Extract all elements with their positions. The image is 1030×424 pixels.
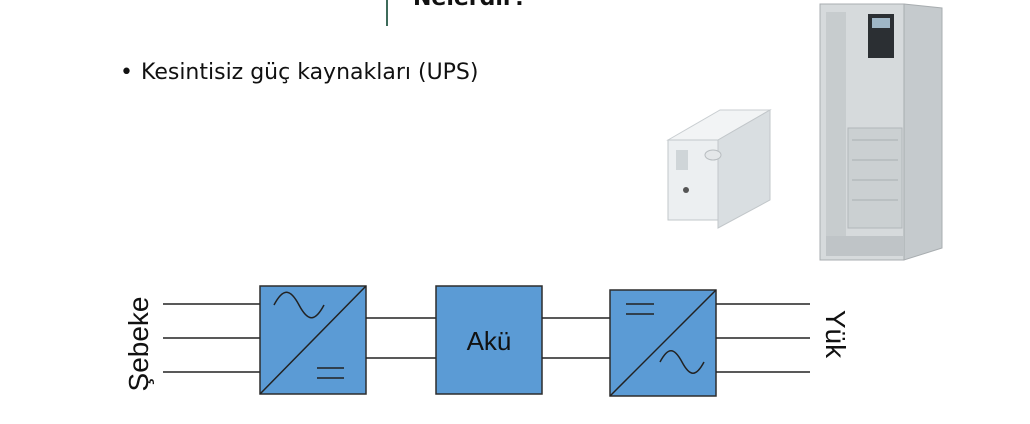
ac-wave-icon — [659, 350, 705, 374]
input-label: Şebeke — [123, 297, 154, 392]
ac-wave-icon — [273, 291, 325, 319]
output-lines — [716, 303, 810, 373]
dc-link-left — [366, 317, 436, 359]
large-ups-image — [819, 3, 943, 261]
bullet-dot-icon: • — [120, 60, 133, 85]
dc-link-right — [542, 317, 610, 359]
bullet-text: Kesintisiz güç kaynakları (UPS) — [140, 60, 479, 85]
output-label: Yük — [820, 310, 851, 359]
title-divider — [386, 0, 388, 26]
slide-title: Nelerdir? — [413, 0, 527, 11]
small-ups-image — [666, 109, 772, 229]
bullet-item: • Kesintisiz güç kaynakları (UPS) — [120, 60, 478, 85]
battery-block: Akü — [435, 285, 543, 395]
rectifier-block — [259, 285, 367, 395]
inverter-block — [609, 289, 717, 397]
input-lines — [163, 303, 260, 373]
battery-label: Akü — [467, 326, 512, 356]
